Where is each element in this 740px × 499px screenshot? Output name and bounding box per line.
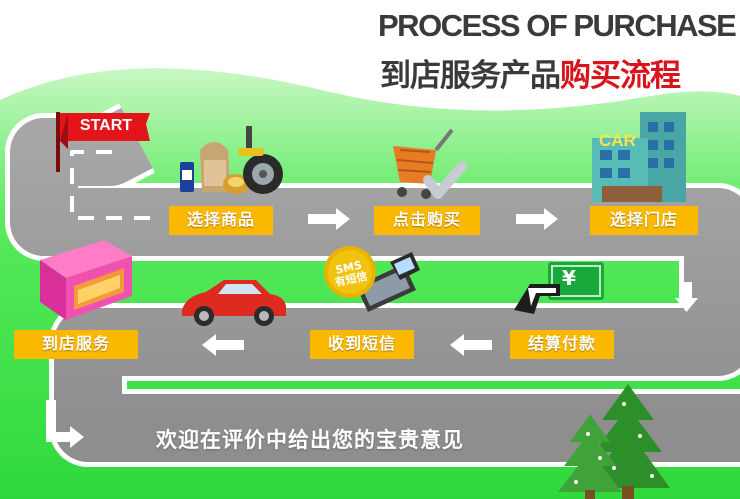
road-surface	[10, 107, 740, 462]
step-receive-sms: 收到短信	[310, 330, 414, 359]
left-arrow-icon	[202, 334, 244, 356]
down-arrow-icon	[675, 282, 698, 312]
step-choose-goods: 选择商品	[169, 206, 273, 235]
start-flag-icon	[56, 112, 150, 172]
cellphone-icon	[324, 246, 420, 312]
flow-arrows	[46, 208, 698, 448]
red-car-icon	[182, 280, 286, 326]
step-click-buy: 点击购买	[374, 206, 480, 235]
right-arrow-icon	[516, 208, 558, 230]
road-center-dashes	[70, 150, 160, 220]
step-checkout-payment: 结算付款	[510, 330, 614, 359]
road	[5, 103, 740, 467]
step-in-store-service: 到店服务	[14, 330, 138, 359]
christmas-tree-icon	[558, 414, 622, 499]
step-choose-store: 选择门店	[590, 206, 698, 235]
grass-hill-highlight	[0, 64, 331, 98]
title-english: PROCESS OF PURCHASE	[378, 8, 737, 43]
feedback-message: 欢迎在评价中给出您的宝贵意见	[156, 428, 464, 452]
store-car-sign: CAR	[599, 131, 636, 150]
auto-parts-icon	[180, 126, 283, 194]
right-arrow-icon	[308, 208, 350, 230]
title-chinese-prefix: 到店服务产品	[380, 58, 561, 94]
yen-symbol: ¥	[562, 266, 576, 290]
title-chinese-highlight: 购买流程	[560, 58, 681, 94]
left-arrow-icon	[450, 334, 492, 356]
pink-shop-icon	[40, 240, 132, 320]
start-flag-label: START	[79, 117, 133, 134]
corner-arrow-icon	[46, 400, 84, 448]
shopping-cart-icon	[393, 128, 467, 199]
payment-icon	[514, 262, 604, 314]
store-building-icon	[592, 112, 686, 202]
title-chinese: 到店服务产品购买流程	[380, 50, 681, 95]
